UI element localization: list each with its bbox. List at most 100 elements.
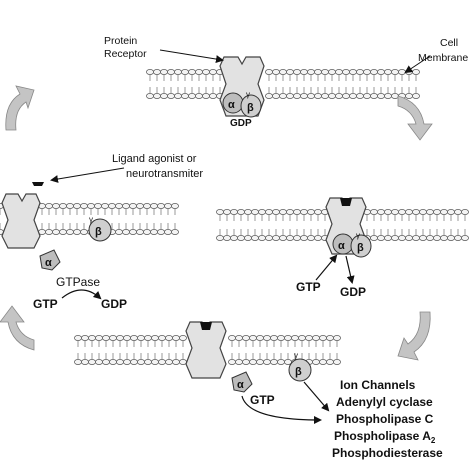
lipid-head	[188, 69, 196, 75]
gamma-label-left: γ	[89, 215, 93, 224]
lipid-head	[412, 93, 420, 99]
lipid-head	[88, 335, 96, 341]
beta-label-top: β	[247, 102, 254, 114]
lipid-head	[272, 93, 280, 99]
beta-label-left: β	[95, 226, 102, 238]
lipid-head	[298, 335, 306, 341]
protein-receptor-label-line1: Protein	[104, 35, 137, 47]
lipid-head	[146, 69, 154, 75]
lipid-head	[398, 235, 406, 241]
lipid-head	[454, 235, 462, 241]
lipid-head	[300, 93, 308, 99]
lipid-head	[74, 335, 82, 341]
lipid-head	[130, 335, 138, 341]
lipid-head	[265, 93, 273, 99]
effector-phospholipase-c: Phospholipase C	[336, 412, 434, 426]
lipid-head	[195, 93, 203, 99]
lipid-head	[52, 229, 60, 235]
lipid-head	[405, 209, 413, 215]
ligand-label-line2: neurotransmiter	[126, 168, 203, 180]
lipid-head	[95, 359, 103, 365]
lipid-head	[144, 359, 152, 365]
lipid-head	[244, 209, 252, 215]
lipid-head	[80, 203, 88, 209]
lipid-head	[158, 335, 166, 341]
cell-membrane-label-line1: Cell	[440, 37, 458, 49]
lipid-head	[216, 209, 224, 215]
lipid-head	[265, 209, 273, 215]
lipid-head	[312, 359, 320, 365]
lipid-head	[230, 209, 238, 215]
lipid-head	[160, 69, 168, 75]
lipid-head	[164, 203, 172, 209]
lipid-head	[230, 235, 238, 241]
lipid-head	[300, 209, 308, 215]
lipid-head	[398, 209, 406, 215]
lipid-head	[370, 235, 378, 241]
lipid-head	[377, 209, 385, 215]
lipid-head	[314, 69, 322, 75]
lipid-head	[412, 69, 420, 75]
lipid-head	[80, 229, 88, 235]
lipid-head	[391, 209, 399, 215]
lipid-head	[263, 335, 271, 341]
lipid-head	[300, 235, 308, 241]
lipid-head	[66, 229, 74, 235]
lipid-head	[179, 335, 187, 341]
gamma-label-top: γ	[246, 90, 250, 99]
lipid-head	[256, 335, 264, 341]
lipid-head	[88, 359, 96, 365]
lipid-head	[363, 93, 371, 99]
lipid-head	[172, 359, 180, 365]
gtp-label-left: GTP	[33, 297, 58, 311]
lipid-head	[333, 335, 341, 341]
lipid-head	[279, 93, 287, 99]
gtpase-label: GTPase	[56, 275, 100, 289]
ligand-pointer	[50, 167, 125, 183]
lipid-head	[319, 359, 327, 365]
lipid-head	[391, 235, 399, 241]
lipid-head	[235, 359, 243, 365]
lipid-head	[171, 203, 179, 209]
lipid-head	[300, 69, 308, 75]
lipid-head	[237, 209, 245, 215]
lipid-head	[447, 235, 455, 241]
lipid-head	[109, 359, 117, 365]
lipid-head	[398, 69, 406, 75]
lipid-head	[312, 335, 320, 341]
lipid-head	[319, 335, 327, 341]
lipid-head	[433, 235, 441, 241]
lipid-head	[171, 229, 179, 235]
lipid-head	[144, 335, 152, 341]
lipid-head	[130, 359, 138, 365]
lipid-head	[202, 69, 210, 75]
lipid-head	[87, 203, 95, 209]
lipid-head	[249, 335, 257, 341]
ligand-free	[32, 182, 44, 186]
lipid-head	[314, 209, 322, 215]
beta-to-effectors-arrow	[303, 381, 330, 412]
lipid-head	[370, 209, 378, 215]
lipid-head	[216, 235, 224, 241]
lipid-head	[242, 335, 250, 341]
gamma-label-bottom: γ	[294, 351, 298, 360]
lipid-head	[52, 203, 60, 209]
gdp-label-left: GDP	[101, 297, 127, 311]
lipid-head	[143, 203, 151, 209]
lipid-head	[326, 335, 334, 341]
lipid-head	[305, 335, 313, 341]
lipid-head	[272, 69, 280, 75]
lipid-head	[102, 359, 110, 365]
lipid-head	[405, 235, 413, 241]
lipid-head	[286, 209, 294, 215]
lipid-head	[160, 93, 168, 99]
lipid-head	[109, 335, 117, 341]
lipid-head	[293, 209, 301, 215]
lipid-head	[165, 359, 173, 365]
cell-membrane-pointer	[404, 55, 431, 74]
lipid-head	[151, 359, 159, 365]
effector-adenylyl-cyclase: Adenylyl cyclase	[336, 395, 433, 409]
lipid-head	[279, 69, 287, 75]
lipid-head	[108, 203, 116, 209]
gtp-in-arrow	[315, 254, 338, 281]
